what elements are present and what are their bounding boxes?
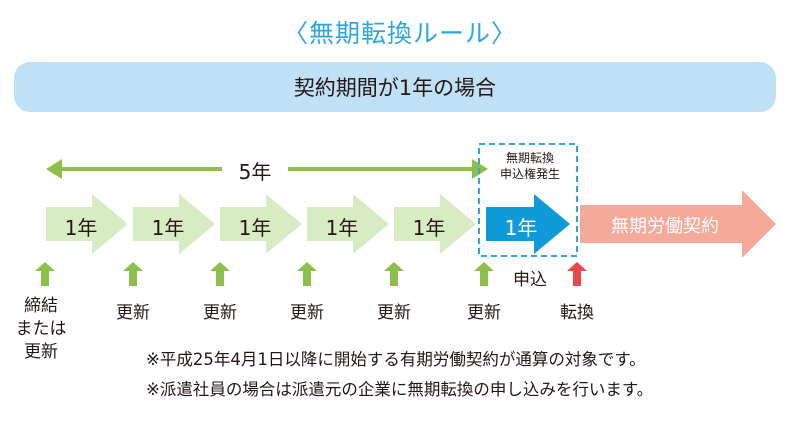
permanent-contract-arrow xyxy=(580,190,776,258)
conversion-right-label: 無期転換 申込権発生 xyxy=(482,150,578,182)
final-year-label: 1年 xyxy=(504,216,538,240)
apply-label: 申込 xyxy=(513,270,547,290)
conversion-right-label-line: 申込権発生 xyxy=(499,167,560,181)
event-label-first: 締結 または 更新 xyxy=(10,295,72,364)
event-label-line: または xyxy=(15,319,67,339)
event-label-renewal: 更新 xyxy=(467,303,501,323)
event-label-line: 締結 xyxy=(24,296,58,316)
up-arrow-icon xyxy=(474,262,494,286)
conversion-right-box xyxy=(478,143,578,257)
up-arrow-icon xyxy=(35,262,55,286)
year-label: 1年 xyxy=(238,216,272,240)
up-arrow-icon xyxy=(567,262,587,286)
year-label: 1年 xyxy=(325,216,359,240)
event-label-convert: 転換 xyxy=(560,303,594,323)
final-year-arrow xyxy=(486,194,570,254)
event-label-renewal: 更新 xyxy=(290,303,324,323)
note-line: ※派遣社員の場合は派遣元の企業に無期転換の申し込みを行います。 xyxy=(146,380,654,399)
permanent-contract-label: 無期労働契約 xyxy=(611,216,719,237)
event-label-line: 更新 xyxy=(24,342,58,362)
year-arrow-3 xyxy=(220,194,302,254)
year-label: 1年 xyxy=(64,216,98,240)
up-arrow-icon xyxy=(210,262,230,286)
note-line: ※平成25年4月1日以降に開始する有期労働契約が通算の対象です。 xyxy=(146,350,646,369)
year-label: 1年 xyxy=(412,216,446,240)
up-arrow-icon xyxy=(384,262,404,286)
year-arrow-2 xyxy=(133,194,215,254)
span-label: 5年 xyxy=(238,160,272,184)
year-arrow-5 xyxy=(394,194,476,254)
year-arrow-1 xyxy=(46,194,128,254)
event-label-renewal: 更新 xyxy=(377,303,411,323)
event-label-renewal: 更新 xyxy=(203,303,237,323)
page-title: 〈無期転換ルール〉 xyxy=(282,19,517,48)
year-label: 1年 xyxy=(151,216,185,240)
year-arrow-4 xyxy=(307,194,389,254)
notes: ※平成25年4月1日以降に開始する有期労働契約が通算の対象です。 ※派遣社員の場… xyxy=(146,345,653,405)
up-arrow-icon xyxy=(123,262,143,286)
up-arrow-icon xyxy=(297,262,317,286)
contract-period-banner: 契約期間が1年の場合 xyxy=(14,62,776,112)
event-label-renewal: 更新 xyxy=(116,303,150,323)
conversion-right-label-line: 無期転換 xyxy=(505,151,554,165)
